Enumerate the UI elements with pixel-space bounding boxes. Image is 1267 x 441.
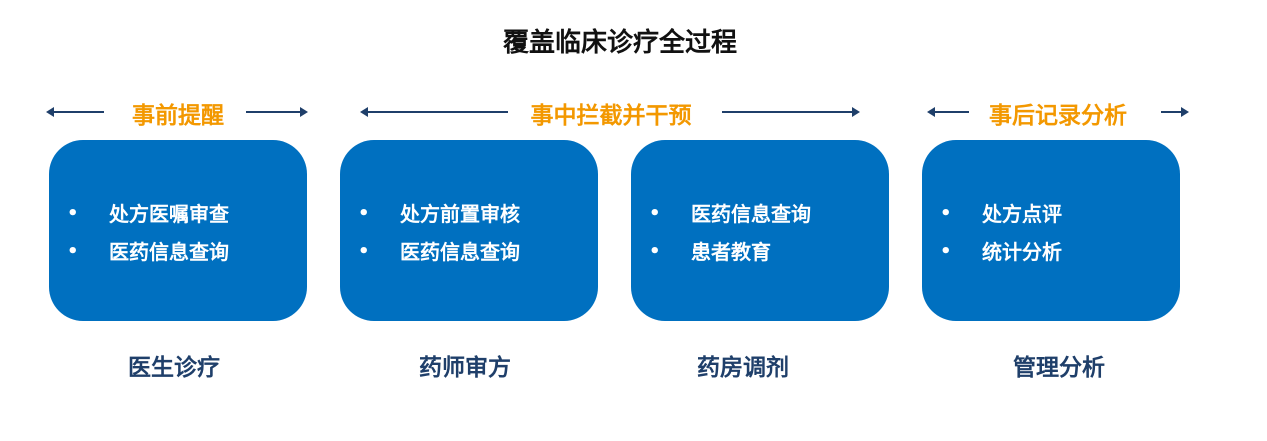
bullet-icon: • (67, 203, 79, 224)
bullet-icon: • (358, 241, 370, 262)
caption-management: 管理分析 (1013, 355, 1105, 381)
caption-dispensary: 药房调剂 (697, 355, 789, 381)
bullet-icon: • (67, 241, 79, 262)
card-list: •处方点评 •统计分析 (940, 200, 1062, 276)
card-list: •医药信息查询 •患者教育 (649, 200, 811, 276)
card-pharmacist: •处方前置审核 •医药信息查询 (340, 140, 598, 321)
list-item: •医药信息查询 (649, 202, 811, 226)
bullet-icon: • (358, 203, 370, 224)
list-item: •统计分析 (940, 240, 1062, 264)
bullet-icon: • (940, 203, 952, 224)
list-item: •患者教育 (649, 240, 771, 264)
left-arrow-icon (360, 107, 508, 117)
caption-doctor: 医生诊疗 (128, 355, 220, 381)
card-management: •处方点评 •统计分析 (922, 140, 1180, 321)
phase-during: 事中拦截并干预 (360, 92, 860, 132)
right-arrow-icon (246, 107, 308, 117)
list-item: •医药信息查询 (67, 240, 229, 264)
right-arrow-icon (722, 107, 860, 117)
left-arrow-icon (927, 107, 969, 117)
phase-pre: 事前提醒 (46, 92, 308, 132)
list-item: •处方前置审核 (358, 202, 520, 226)
phase-post: 事后记录分析 (927, 92, 1189, 132)
card-doctor: •处方医嘱审查 •医药信息查询 (49, 140, 307, 321)
phase-label: 事后记录分析 (989, 103, 1127, 129)
right-arrow-icon (1161, 107, 1189, 117)
phase-label: 事前提醒 (132, 103, 224, 129)
card-dispensary: •医药信息查询 •患者教育 (631, 140, 889, 321)
bullet-icon: • (649, 203, 661, 224)
page-title: 覆盖临床诊疗全过程 (502, 28, 737, 58)
phase-label: 事中拦截并干预 (530, 103, 692, 129)
caption-pharmacist: 药师审方 (419, 355, 511, 381)
bullet-icon: • (940, 241, 952, 262)
left-arrow-icon (46, 107, 104, 117)
card-list: •处方前置审核 •医药信息查询 (358, 200, 520, 276)
list-item: •处方点评 (940, 202, 1062, 226)
card-list: •处方医嘱审查 •医药信息查询 (67, 200, 229, 276)
bullet-icon: • (649, 241, 661, 262)
list-item: •医药信息查询 (358, 240, 520, 264)
list-item: •处方医嘱审查 (67, 202, 229, 226)
